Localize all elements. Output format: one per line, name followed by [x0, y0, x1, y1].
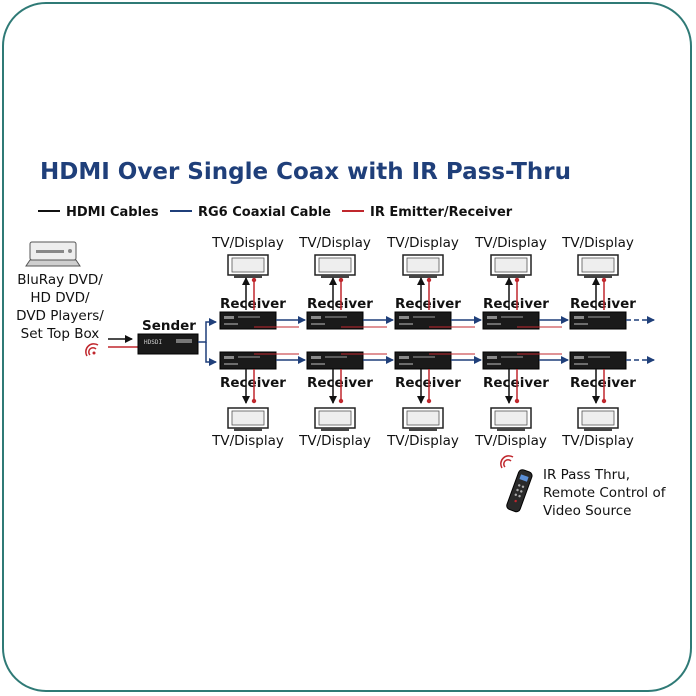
- ir-emitter-line: [514, 369, 520, 404]
- receiver-label: Receiver: [395, 296, 461, 312]
- ir-signal-icon: [85, 343, 99, 357]
- receiver-label: Receiver: [307, 296, 373, 312]
- source-line-1: BluRay DVD/: [17, 272, 103, 288]
- receiver-device: [482, 311, 540, 330]
- receiver-label: Receiver: [570, 296, 636, 312]
- display-label: TV/Display: [561, 235, 634, 251]
- display-label: TV/Display: [211, 433, 284, 449]
- display-label: TV/Display: [561, 433, 634, 449]
- tv-display-icon: [402, 407, 444, 431]
- receiver-device: [306, 351, 364, 370]
- legend-coax-label: RG6 Coaxial Cable: [198, 205, 331, 220]
- source-label: BluRay DVD/ HD DVD/ DVD Players/ Set Top…: [16, 272, 104, 342]
- receiver-device: [394, 351, 452, 370]
- receiver-device: [569, 311, 627, 330]
- receiver-label: Receiver: [220, 296, 286, 312]
- display-label: TV/Display: [386, 235, 459, 251]
- receiver-device: [482, 351, 540, 370]
- receiver-label: Receiver: [220, 375, 286, 391]
- tv-display-icon: [490, 254, 532, 278]
- display-label: TV/Display: [386, 433, 459, 449]
- legend: HDMI Cables RG6 Coaxial Cable IR Emitter…: [38, 205, 513, 220]
- ir-emitter-line: [426, 369, 432, 404]
- receiver-device: [219, 311, 277, 330]
- receiver-label: Receiver: [395, 375, 461, 391]
- display-label: TV/Display: [211, 235, 284, 251]
- ir-emitter-line: [251, 277, 257, 310]
- tv-display-icon: [227, 407, 269, 431]
- tv-display-icon: [490, 407, 532, 431]
- receiver-device: [569, 351, 627, 370]
- ir-emitter-line: [601, 369, 607, 404]
- coax-split: [198, 318, 217, 366]
- remote-label: IR Pass Thru, Remote Control of Video So…: [543, 467, 667, 519]
- sender-device: HDSDI: [137, 333, 199, 355]
- ir-emitter-line: [426, 277, 432, 310]
- source-line-3: DVD Players/: [16, 308, 104, 324]
- remote-line-2: Remote Control of: [543, 485, 667, 501]
- ir-emitter-line: [338, 277, 344, 310]
- legend-hdmi-label: HDMI Cables: [66, 205, 159, 220]
- diagram-title: HDMI Over Single Coax with IR Pass-Thru: [40, 159, 571, 185]
- display-label: TV/Display: [474, 433, 547, 449]
- ir-emitter-line: [514, 277, 520, 310]
- receiver-chain: ReceiverTV/DisplayReceiverTV/DisplayRece…: [211, 235, 655, 449]
- receiver-label: Receiver: [483, 375, 549, 391]
- ir-emitter-line: [251, 369, 257, 404]
- legend-ir-label: IR Emitter/Receiver: [370, 205, 513, 220]
- receiver-device: [306, 311, 364, 330]
- display-label: TV/Display: [474, 235, 547, 251]
- tv-display-icon: [402, 254, 444, 278]
- remote-line-3: Video Source: [543, 503, 631, 519]
- dvd-player-icon: [25, 241, 81, 267]
- source-line-2: HD DVD/: [30, 290, 90, 306]
- tv-display-icon: [227, 254, 269, 278]
- tv-display-icon: [314, 407, 356, 431]
- sender-device-text: HDSDI: [144, 339, 162, 346]
- tv-display-icon: [577, 407, 619, 431]
- receiver-label: Receiver: [483, 296, 549, 312]
- receiver-device: [394, 311, 452, 330]
- remote-control-icon: [500, 455, 533, 513]
- receiver-device: [219, 351, 277, 370]
- source-line-4: Set Top Box: [21, 326, 100, 342]
- sender-label: Sender: [142, 318, 196, 334]
- remote-line-1: IR Pass Thru,: [543, 467, 630, 483]
- display-label: TV/Display: [298, 433, 371, 449]
- ir-emitter-line: [338, 369, 344, 404]
- ir-emitter-line: [601, 277, 607, 310]
- display-label: TV/Display: [298, 235, 371, 251]
- tv-display-icon: [577, 254, 619, 278]
- receiver-label: Receiver: [307, 375, 373, 391]
- tv-display-icon: [314, 254, 356, 278]
- receiver-label: Receiver: [570, 375, 636, 391]
